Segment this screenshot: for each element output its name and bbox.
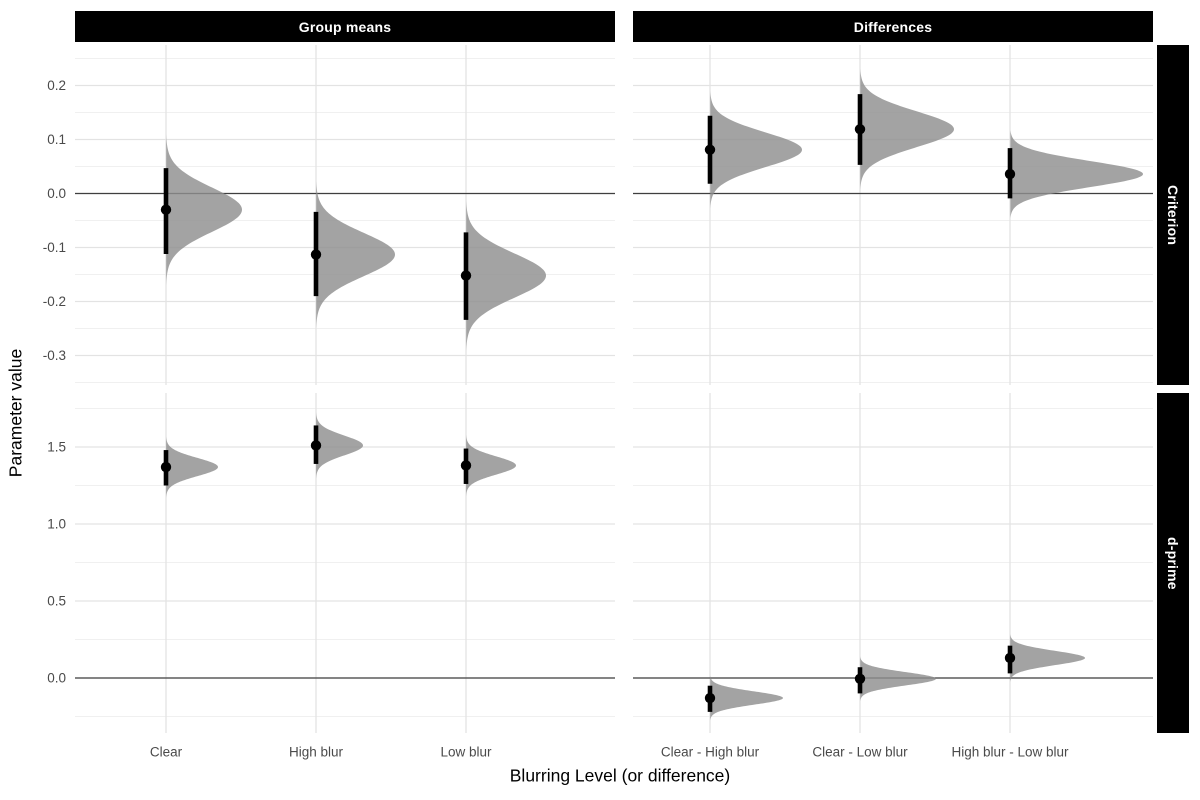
x-tick-label-clear-low-blur: Clear - Low blur xyxy=(812,745,908,760)
y-tick-label: 0.1 xyxy=(47,132,66,147)
median-point-d-prime-high-blur-low-blur xyxy=(1004,652,1016,664)
median-point-criterion-high-blur-low-blur xyxy=(1004,168,1016,180)
density-slab-criterion-low-blur xyxy=(466,200,546,351)
x-tick-label-clear-high-blur: Clear - High blur xyxy=(661,745,760,760)
density-slab-d-prime-high-blur xyxy=(316,411,363,479)
median-point-d-prime-clear xyxy=(160,461,172,473)
median-point-criterion-clear-low-blur xyxy=(854,124,866,135)
x-tick-label-high-blur-low-blur: High blur - Low blur xyxy=(951,745,1069,760)
density-slab-criterion-high-blur xyxy=(316,181,395,328)
y-tick-label: 1.0 xyxy=(47,517,66,532)
median-point-criterion-high-blur xyxy=(310,249,322,260)
y-tick-label: 0.5 xyxy=(47,594,66,609)
facet-strip-criterion: Criterion xyxy=(1157,45,1189,385)
median-point-criterion-low-blur xyxy=(460,270,472,281)
density-slab-criterion-clear-low-blur xyxy=(860,68,954,190)
median-point-d-prime-high-blur xyxy=(310,440,322,451)
y-tick-label: 1.5 xyxy=(47,440,66,455)
facet-strip-group-means: Group means xyxy=(75,11,615,42)
density-slab-d-prime-clear xyxy=(166,436,218,498)
y-tick-label: -0.1 xyxy=(43,240,66,255)
y-tick-label: -0.3 xyxy=(43,348,66,363)
median-point-d-prime-low-blur xyxy=(460,460,472,471)
y-tick-label: 0.2 xyxy=(47,78,66,93)
density-slab-criterion-clear xyxy=(166,134,242,285)
facet-strip-d-prime: d-prime xyxy=(1157,393,1189,733)
density-slab-d-prime-clear-high-blur xyxy=(710,675,783,721)
median-point-d-prime-clear-high-blur xyxy=(704,692,716,704)
facet-strip-differences: Differences xyxy=(633,11,1153,42)
density-slab-d-prime-high-blur-low-blur xyxy=(1010,633,1085,683)
median-point-d-prime-clear-low-blur xyxy=(854,673,866,684)
density-slab-d-prime-clear-low-blur xyxy=(860,656,936,702)
x-axis-title: Blurring Level (or difference) xyxy=(509,765,731,786)
density-slab-criterion-high-blur-low-blur xyxy=(1010,130,1143,219)
y-axis-title: Parameter value xyxy=(5,348,26,478)
x-tick-label-clear: Clear xyxy=(150,745,183,760)
y-tick-label: 0.0 xyxy=(47,671,66,686)
density-slab-d-prime-low-blur xyxy=(466,434,516,497)
median-point-criterion-clear-high-blur xyxy=(704,144,716,155)
x-tick-label-low-blur: Low blur xyxy=(440,745,492,760)
density-slab-criterion-clear-high-blur xyxy=(710,91,802,209)
y-tick-label: -0.2 xyxy=(43,294,66,309)
median-point-criterion-clear xyxy=(160,204,172,215)
x-tick-label-high-blur: High blur xyxy=(289,745,344,760)
y-tick-label: 0.0 xyxy=(47,186,66,201)
